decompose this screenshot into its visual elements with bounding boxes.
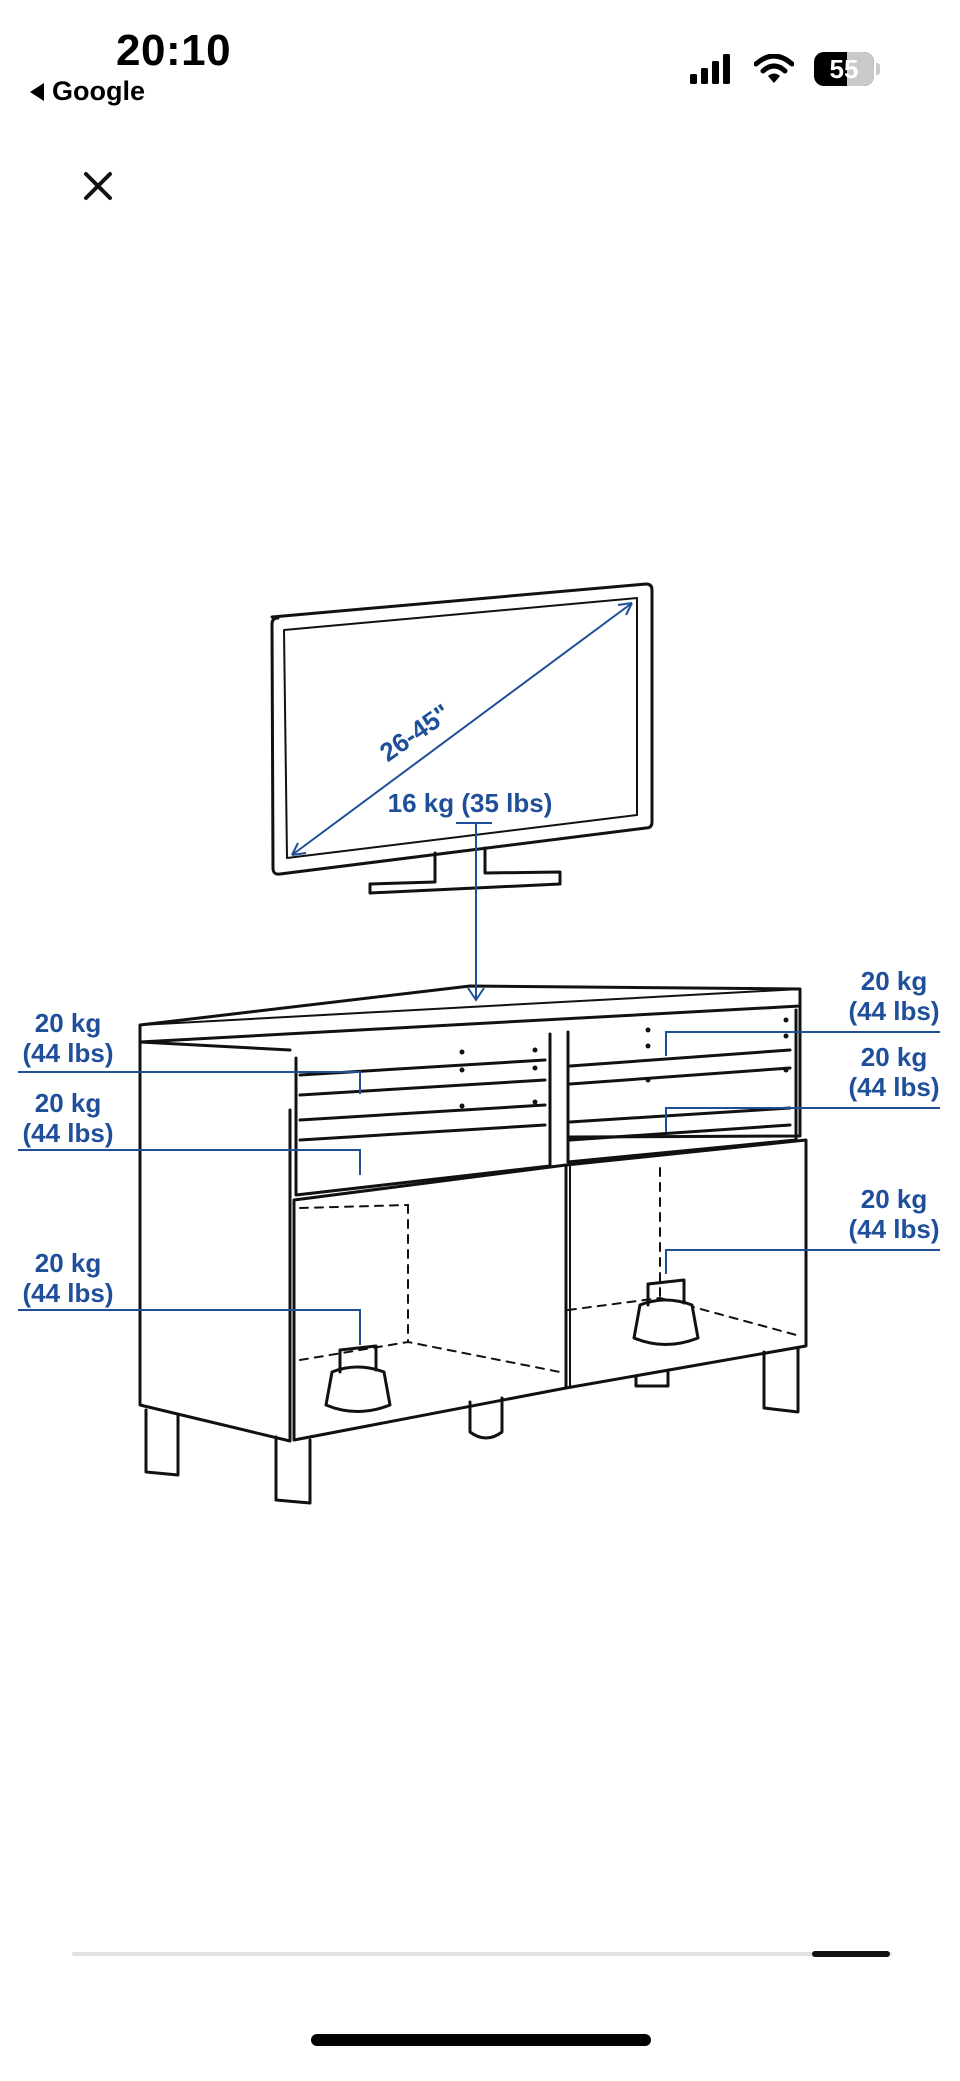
leg-front-left (144, 1408, 180, 1477)
horizontal-scrollbar-track[interactable] (72, 1952, 892, 1956)
back-triangle-icon (30, 82, 44, 101)
tv-screen-outline (270, 582, 654, 876)
home-indicator[interactable] (311, 2034, 651, 2046)
load-label-right-3-lbs: (44 lbs) (848, 1214, 939, 1244)
leg-back-mid (468, 1396, 504, 1440)
tv-weight-label: 16 kg (35 lbs) (388, 788, 553, 818)
leg-front-mid (274, 1435, 312, 1505)
load-label-left-3-lbs: (44 lbs) (22, 1278, 113, 1308)
load-label-left-1-kg: 20 kg (35, 1008, 102, 1038)
back-to-google-link[interactable]: Google (30, 76, 145, 107)
weight-left (324, 1365, 392, 1413)
leg-front-right (762, 1346, 800, 1414)
cellular-signal-icon (690, 54, 730, 84)
tv-screen-inner (283, 597, 638, 859)
bench-top (138, 984, 802, 1044)
load-label-right-1-kg: 20 kg (861, 966, 928, 996)
battery-level: 55 (829, 53, 859, 84)
load-label-left-2-lbs: (44 lbs) (22, 1118, 113, 1148)
battery-icon: 55 (814, 52, 874, 86)
weight-right (632, 1298, 700, 1346)
tv-stand (368, 846, 562, 895)
close-icon[interactable] (74, 162, 122, 210)
load-label-right-1-lbs: (44 lbs) (848, 996, 939, 1026)
battery-cap (876, 63, 880, 75)
load-label-right-2-lbs: (44 lbs) (848, 1072, 939, 1102)
status-bar: 20:10 Google 55 (0, 0, 960, 120)
tv-bench-load-diagram: 26-45" 16 kg (35 lbs) 20 kg (44 lbs) 20 … (18, 582, 940, 1505)
load-label-left-2-kg: 20 kg (35, 1088, 102, 1118)
status-icons: 55 (690, 52, 880, 86)
upper-shelf-left (294, 1032, 552, 1197)
load-label-right-2-kg: 20 kg (861, 1042, 928, 1072)
door-right (564, 1138, 808, 1390)
load-label-left-3-kg: 20 kg (35, 1248, 102, 1278)
load-label-left-1-lbs: (44 lbs) (22, 1038, 113, 1068)
tv-size-label: 26-45" (374, 698, 456, 768)
status-time: 20:10 (116, 26, 232, 75)
back-link-label: Google (52, 76, 145, 106)
upper-shelf-right (566, 1008, 798, 1164)
load-label-right-3-kg: 20 kg (861, 1184, 928, 1214)
wifi-icon (754, 54, 794, 83)
horizontal-scrollbar-thumb[interactable] (812, 1951, 890, 1957)
